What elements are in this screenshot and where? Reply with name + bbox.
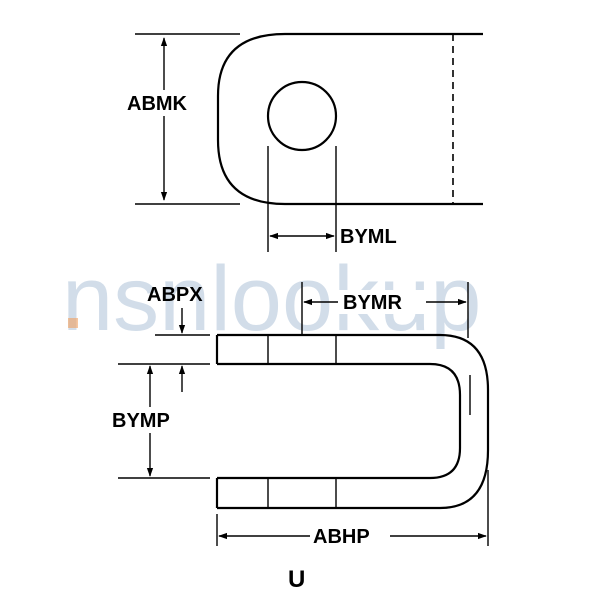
abhp-label-bg — [310, 524, 390, 548]
hole — [266, 80, 338, 152]
byml-label: BYML — [340, 226, 397, 248]
abpx-label: ABPX — [147, 284, 203, 306]
bymp-label: BYMP — [112, 410, 170, 432]
figure-caption: U — [288, 566, 305, 593]
bymp-label-bg — [110, 407, 192, 433]
abmk-label-bg — [124, 90, 208, 116]
top-view: ABMK BYML — [124, 32, 483, 252]
abhp-label: ABHP — [313, 526, 370, 548]
bymr-label: BYMR — [343, 292, 402, 314]
side-view: ABPX BYMR BYMP ABHP — [110, 282, 490, 548]
u-outline — [217, 333, 490, 510]
abmk-label: ABMK — [127, 93, 188, 115]
watermark-dot — [68, 318, 78, 328]
bymr-label-bg — [338, 290, 426, 314]
top-view-outline — [216, 32, 483, 206]
